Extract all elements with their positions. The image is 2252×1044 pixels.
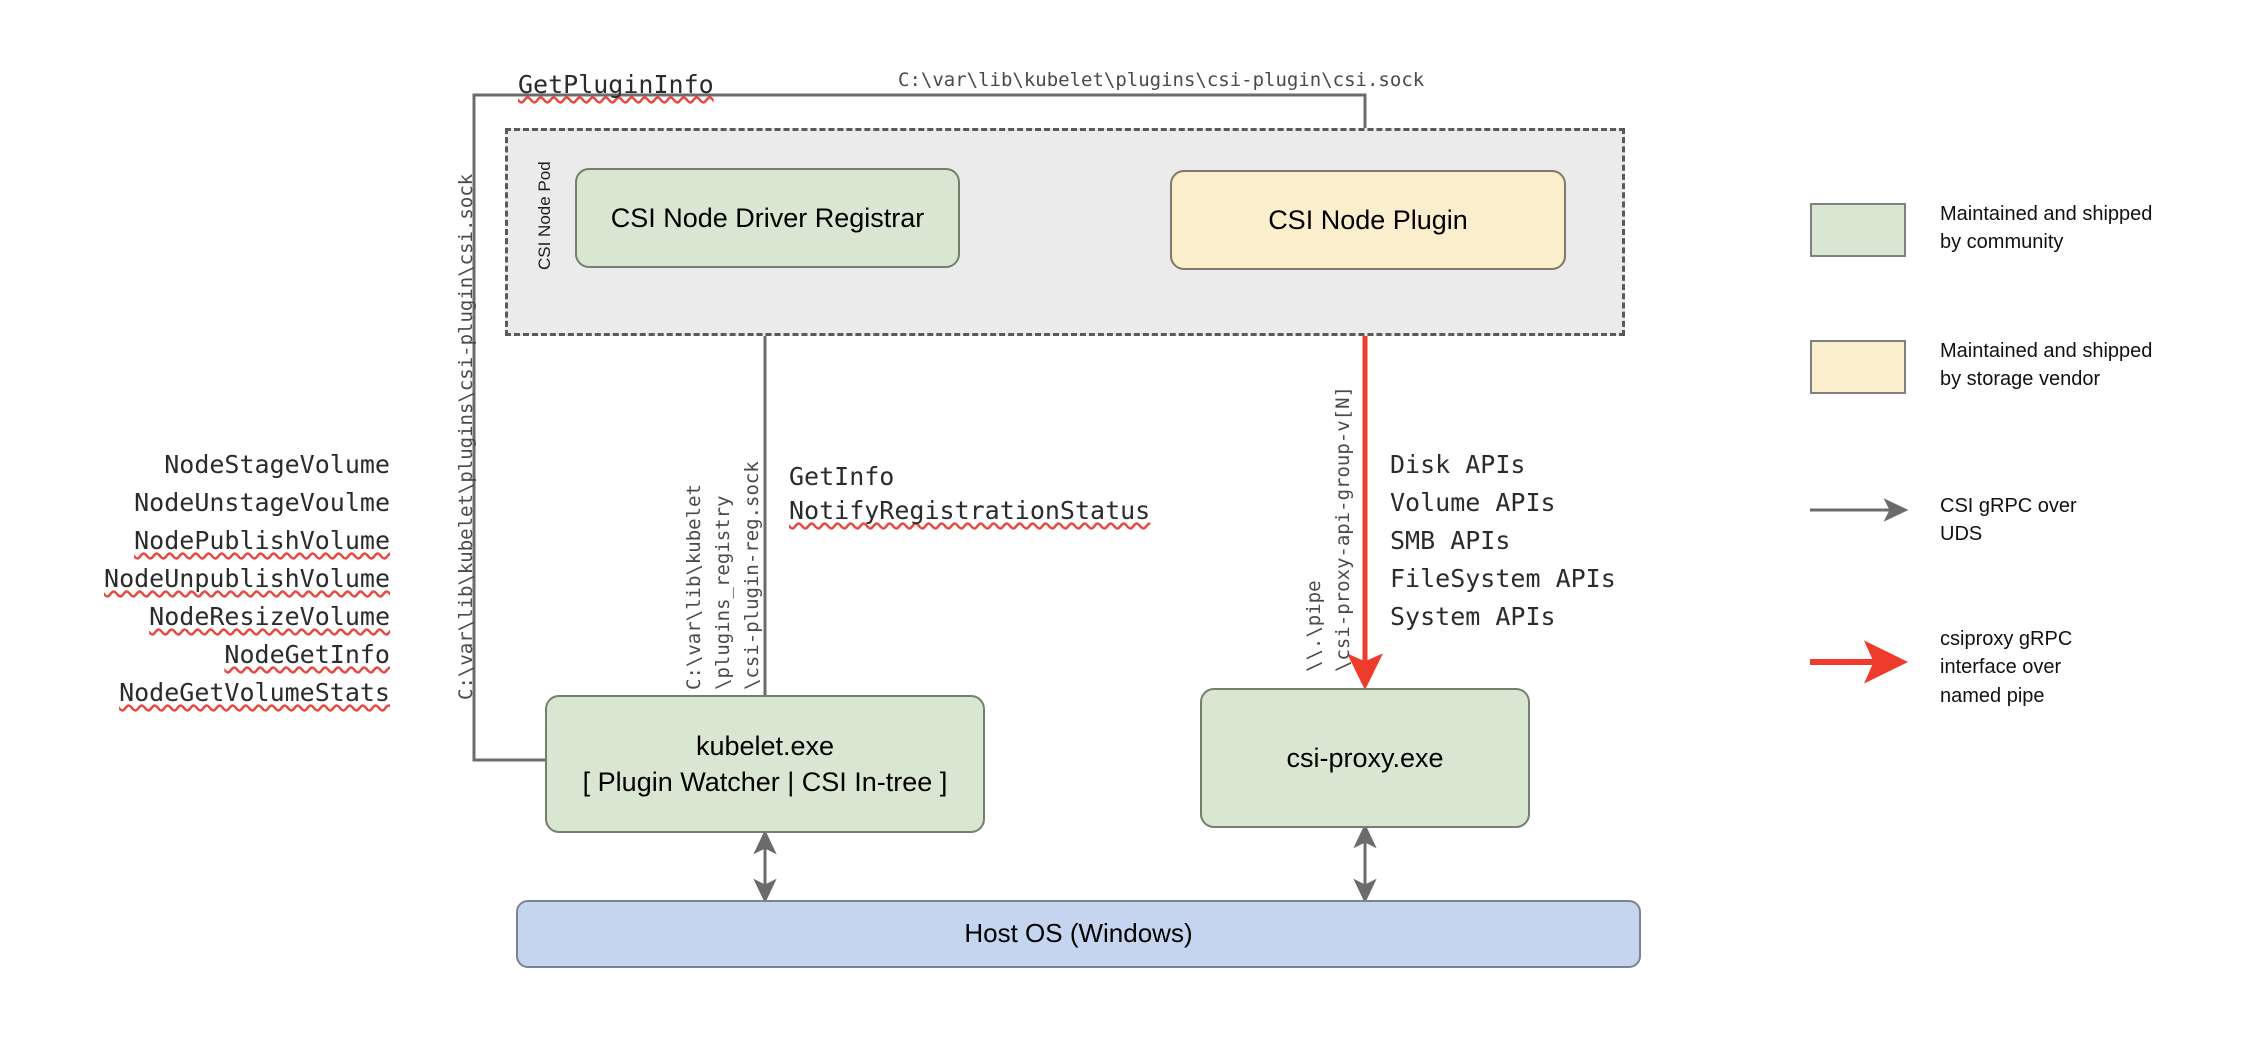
- label-notifyregistrationstatus: NotifyRegistrationStatus: [789, 496, 1151, 525]
- label-named-pipe-line1: \\.\pipe: [1303, 580, 1325, 672]
- node-api-item: NodeUnstageVoulme: [134, 488, 390, 517]
- node-api-item: NodeResizeVolume: [149, 602, 390, 631]
- csi-proxy-api-item: System APIs: [1390, 602, 1556, 631]
- node-csi-proxy-exe[interactable]: csi-proxy.exe: [1200, 688, 1530, 828]
- node-csi-node-plugin[interactable]: CSI Node Plugin: [1170, 170, 1566, 270]
- legend-swatch-vendor: [1810, 340, 1906, 394]
- label-left-socket-path: C:\var\lib\kubelet\plugins\csi-plugin\cs…: [455, 173, 477, 700]
- node-api-item: NodeGetVolumeStats: [119, 678, 390, 707]
- legend-label-vendor: Maintained and shipped by storage vendor: [1940, 340, 2153, 391]
- label-getinfo: GetInfo: [789, 462, 895, 491]
- node-api-item: NodeStageVolume: [164, 450, 390, 479]
- csi-proxy-api-item: SMB APIs: [1390, 526, 1511, 555]
- csi-proxy-api-item: FileSystem APIs: [1390, 564, 1616, 593]
- label-registry-path-line1: C:\var\lib\kubelet: [683, 484, 705, 690]
- kubelet-title: kubelet.exe: [695, 730, 835, 761]
- kubelet-subtitle: [ Plugin Watcher | CSI In-tree ]: [582, 767, 948, 797]
- node-api-item: NodeUnpublishVolume: [104, 564, 390, 593]
- legend-swatch-community: [1810, 203, 1906, 257]
- node-kubelet-exe[interactable]: kubelet.exe [ Plugin Watcher | CSI In-tr…: [545, 695, 985, 833]
- legend-label-namedpipe: csiproxy gRPC interface over named pipe: [1940, 628, 2073, 707]
- label-named-pipe-line2: \csi-proxy-api-group-v[N]: [1332, 386, 1354, 672]
- csi-proxy-api-item: Disk APIs: [1390, 450, 1526, 479]
- label-plugin-socket-path: C:\var\lib\kubelet\plugins\csi-plugin\cs…: [898, 69, 1425, 91]
- node-api-item: NodeGetInfo: [224, 640, 390, 669]
- label-registry-path-line3: \csi-plugin-reg.sock: [741, 461, 763, 690]
- label-getplugininfo: GetPluginInfo: [518, 70, 714, 99]
- csi-node-pod-label: CSI Node Pod: [535, 161, 554, 270]
- csi-proxy-api-item: Volume APIs: [1390, 488, 1556, 517]
- node-api-item: NodePublishVolume: [134, 526, 390, 555]
- label-registry-path-line2: \plugins_registry: [712, 495, 734, 690]
- node-host-os[interactable]: Host OS (Windows): [516, 900, 1641, 968]
- node-csi-node-driver-registrar[interactable]: CSI Node Driver Registrar: [575, 168, 960, 268]
- legend-label-community: Maintained and shipped by community: [1940, 203, 2153, 254]
- legend-label-uds: CSI gRPC over UDS: [1940, 495, 2077, 546]
